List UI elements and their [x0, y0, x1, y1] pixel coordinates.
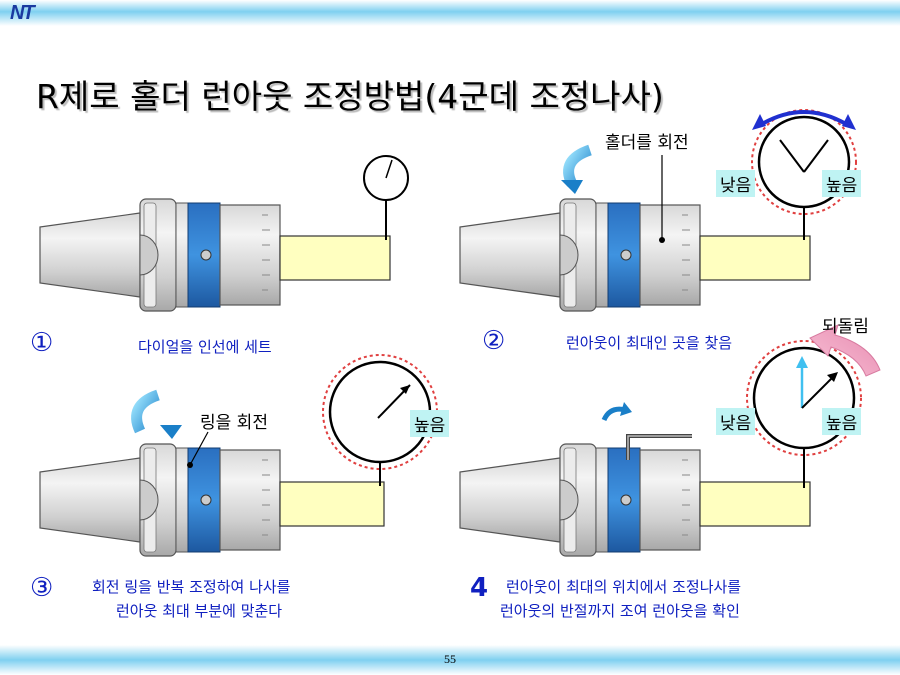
holder-3 — [39, 443, 281, 557]
label-low-2: 낮음 — [716, 170, 756, 197]
company-logo: NT — [10, 2, 35, 24]
holder-1 — [39, 198, 281, 312]
top-banner — [0, 0, 900, 26]
step-caption-3-line1: 회전 링을 반복 조정하여 나사를 — [92, 578, 291, 596]
step-number-1: ① — [30, 328, 54, 358]
bottom-banner — [0, 645, 900, 675]
slide-title: R제로 홀더 런아웃 조정방법(4군데 조정나사) — [36, 77, 664, 116]
label-high-3: 높음 — [410, 410, 450, 437]
page-number: 55 — [444, 652, 456, 666]
holder-4 — [459, 443, 701, 557]
turn-screw-icon — [601, 402, 632, 422]
step-caption-1: 다이얼을 인선에 세트 — [138, 338, 272, 356]
step-caption-4-line2: 런아웃의 반절까지 조여 런아웃을 확인 — [500, 602, 740, 620]
step-caption-3-line2: 런아웃 최대 부분에 맞춘다 — [116, 602, 283, 620]
label-low-4: 낮음 — [716, 408, 756, 435]
swing-arrow — [761, 110, 847, 126]
return-arrow-icon — [809, 324, 881, 377]
label-high-4: 높음 — [822, 408, 862, 435]
step-number-4: 4 — [470, 573, 489, 603]
rotate-holder-icon — [561, 144, 592, 194]
callout-return: 되돌림 — [822, 317, 869, 337]
step-caption-4-line1: 런아웃이 최대의 위치에서 조정나사를 — [506, 578, 742, 596]
step-caption-2: 런아웃이 최대인 곳을 찾음 — [566, 334, 733, 352]
callout-rotate-ring: 링을 회전 — [200, 413, 268, 433]
rotate-ring-icon — [131, 389, 182, 439]
callout-rotate-holder: 홀더를 회전 — [605, 133, 689, 153]
holder-2 — [459, 198, 701, 312]
step-number-2: ② — [482, 326, 506, 356]
label-high-2: 높음 — [822, 170, 862, 197]
step-number-3: ③ — [30, 573, 54, 603]
